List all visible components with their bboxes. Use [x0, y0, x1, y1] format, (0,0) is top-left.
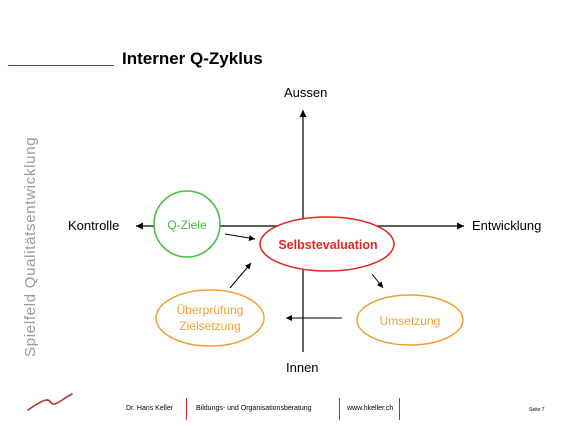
ueberpruefung-label-line2: Zielsetzung [179, 319, 240, 333]
slide-title: Interner Q-Zyklus [122, 49, 263, 68]
axis-label-aussen: Aussen [284, 85, 328, 100]
umsetzung-label: Umsetzung [380, 314, 441, 328]
axis-label-innen: Innen [286, 360, 319, 375]
axis-label-kontrolle: Kontrolle [68, 218, 120, 233]
footer-page: Seite 7 [529, 407, 545, 413]
umsetzung-ellipse [356, 294, 464, 346]
q-ziele-circle [153, 190, 221, 258]
arrow-selbstevaluation-to-umsetzung [371, 273, 384, 289]
arrow-qziele-to-selbstevaluation [224, 233, 256, 241]
axis-label-entwicklung: Entwicklung [472, 218, 542, 233]
selbstevaluation-label: Selbstevaluation [278, 238, 377, 252]
q-ziele-label: Q-Ziele [167, 218, 207, 232]
footer-company: Bildungs- und Organisationsberatung [196, 405, 312, 412]
footer-divider [339, 398, 340, 420]
footer-author: Dr. Hans Keller [126, 405, 174, 412]
footer-divider [186, 398, 187, 420]
ueberpruefung-label-line1: Überprüfung [177, 303, 244, 317]
footer-divider [399, 398, 400, 420]
title-rule [8, 65, 114, 66]
ueberpruefung-ellipse [155, 289, 265, 347]
footer-website: www.hkeller.ch [347, 405, 394, 412]
logo-swoosh-icon [27, 393, 73, 411]
arrow-ueberpruefung-to-qziele [229, 262, 252, 289]
selbstevaluation-ellipse [259, 216, 395, 272]
